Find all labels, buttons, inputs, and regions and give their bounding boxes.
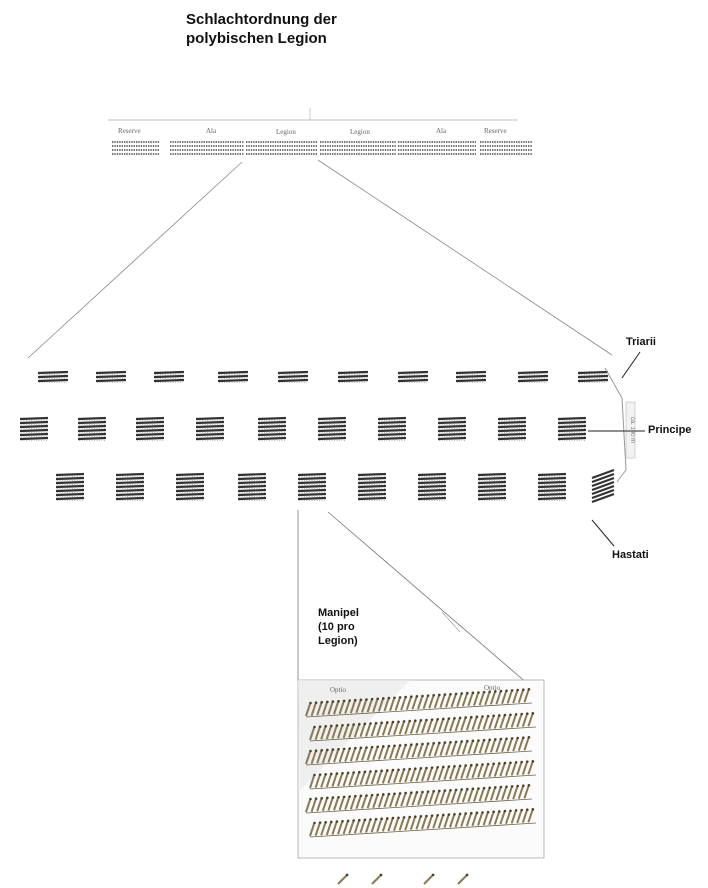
officer-figure: [337, 873, 349, 885]
title-line-1: Schlachtordnung der: [186, 11, 337, 28]
maniple-unit: [591, 468, 615, 504]
soldier-row: [305, 736, 533, 766]
maniple-unit: [217, 370, 249, 383]
maniple-unit: [55, 472, 85, 501]
overview-block: [112, 141, 160, 155]
label-manipel-line-3: Legion): [318, 635, 358, 647]
maniple-unit: [317, 416, 347, 441]
label-hastati: Hastati: [612, 549, 649, 561]
maniple-unit: [257, 416, 287, 441]
maniple-unit: [417, 472, 447, 501]
depth-label: ca. 100 m: [629, 416, 635, 444]
maniple-unit: [19, 416, 49, 441]
soldier-row: [309, 808, 537, 838]
label-optio-left: Optio: [330, 686, 346, 694]
maniple-unit: [297, 472, 327, 501]
label-principes: Principe: [648, 424, 692, 436]
maniple-unit: [195, 416, 225, 441]
maniple-unit: [277, 370, 309, 383]
overview-label-ala-left: Ala: [206, 127, 217, 135]
zoom-lines-maniple: [297, 510, 529, 685]
soldier-row: [309, 712, 537, 742]
overview-label-reserve-left: Reserve: [118, 127, 141, 135]
maniple-unit: [77, 416, 107, 441]
overview-label-reserve-right: Reserve: [484, 127, 507, 135]
overview-label-legion-right: Legion: [350, 128, 370, 136]
maniple-unit: [557, 416, 587, 441]
maniple-unit: [37, 370, 69, 383]
label-manipel-line-1: Manipel: [318, 607, 359, 619]
maniple-unit: [237, 472, 267, 501]
zoom-lines-legion: [27, 159, 613, 359]
overview-block: [246, 141, 318, 155]
maniple-unit: [537, 472, 567, 501]
overview-label-legion-left: Legion: [276, 128, 296, 136]
maniple-unit: [497, 416, 527, 441]
soldier-row: [309, 760, 537, 790]
maniple-unit: [357, 472, 387, 501]
title-line-2: polybischen Legion: [186, 30, 327, 47]
soldier-row: [305, 688, 533, 718]
overview-block: [320, 141, 396, 155]
label-manipel: Manipel (10 pro Legion): [318, 606, 359, 648]
overview-label-ala-right: Ala: [436, 127, 447, 135]
maniple-unit: [577, 370, 609, 383]
maniple-unit: [397, 370, 429, 383]
maniple-unit: [175, 472, 205, 501]
officer-figure: [457, 873, 469, 885]
maniple-unit: [337, 370, 369, 383]
overview-block: [170, 141, 244, 155]
principes-line: [19, 416, 587, 441]
maniple-unit: [153, 370, 185, 383]
maniple-unit: [95, 370, 127, 383]
maniple-unit: [477, 472, 507, 501]
soldier-row: [305, 784, 533, 814]
depth-label-box: ca. 100 m: [626, 402, 635, 458]
overview-block: [398, 141, 476, 155]
maniple-unit: [455, 370, 487, 383]
officer-figure: [371, 873, 383, 885]
depth-bracket: [604, 367, 636, 483]
officer-figure: [423, 873, 435, 885]
overview-block: [480, 141, 532, 155]
maniple-detail: [297, 679, 545, 885]
triarii-line: [37, 370, 609, 383]
label-optio-right: Optio: [484, 684, 500, 692]
maniple-unit: [377, 416, 407, 441]
label-manipel-line-2: (10 pro: [318, 621, 355, 633]
maniple-unit: [115, 472, 145, 501]
label-triarii: Triarii: [626, 336, 656, 348]
hastati-line: [55, 468, 615, 504]
label-pointers: [588, 351, 645, 547]
maniple-unit: [517, 370, 549, 383]
overview-formation: [108, 108, 532, 155]
maniple-unit: [437, 416, 467, 441]
maniple-unit: [135, 416, 165, 441]
diagram-title: Schlachtordnung der polybischen Legion: [186, 10, 337, 48]
